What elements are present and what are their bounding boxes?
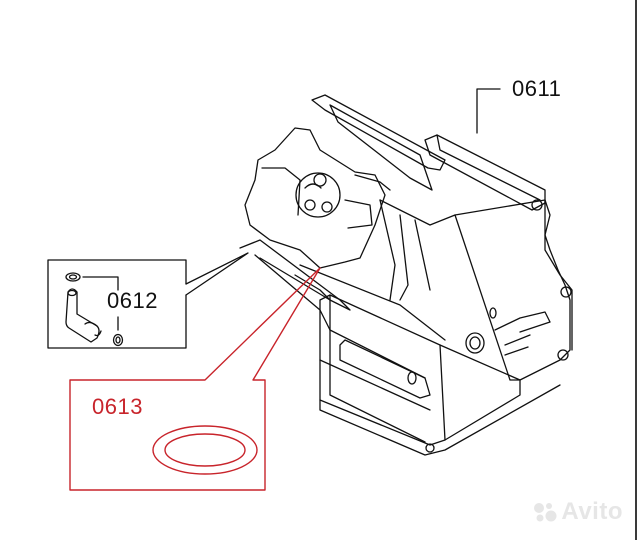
part-label-0613: 0613 [92,394,143,419]
avito-dots-icon [534,503,557,522]
callout-box-0613 [69,267,321,491]
callout-box-0612 [47,259,187,349]
image-border [635,0,637,540]
part-label-0611: 0611 [512,76,562,101]
watermark-text: Avito [561,498,623,525]
leader-line-0611 [476,88,501,134]
o-ring-0613-inner [164,433,246,467]
main-housing-0611 [239,94,573,456]
leader-line-0612 [185,252,249,296]
part-label-0612: 0612 [107,288,158,313]
o-ring-0613-outer [152,425,258,475]
avito-watermark: Avito [532,498,623,526]
